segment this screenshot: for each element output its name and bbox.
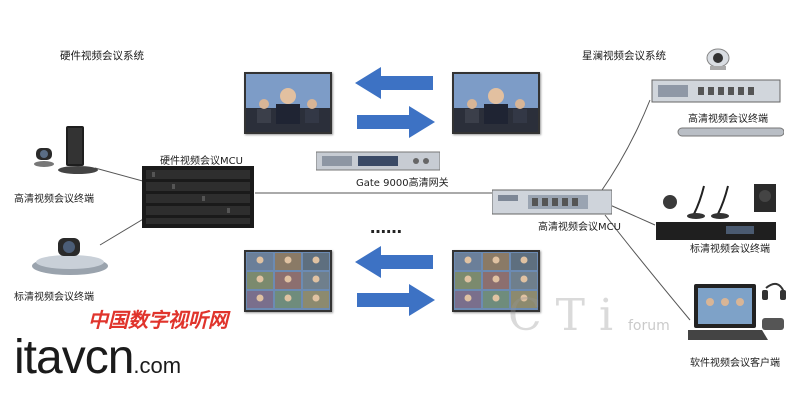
- hd-terminal-right-label: 高清视频会议终端: [688, 114, 768, 125]
- hw-mcu-device: [142, 166, 254, 228]
- video-screen-top-right: [452, 72, 540, 134]
- right-system-title: 星澜视频会议系统: [582, 50, 666, 62]
- sd-terminal-right-device: [656, 180, 780, 244]
- hd-terminal-left-label: 高清视频会议终端: [14, 194, 94, 205]
- gateway-label: Gate 9000高清网关: [356, 178, 449, 189]
- sd-terminal-device: [25, 232, 110, 277]
- video-grid-bottom-right: [452, 250, 540, 312]
- logo-text: itavcn: [14, 331, 134, 384]
- arrow-right-top: [357, 106, 435, 138]
- logo-dot-com: .com: [133, 353, 182, 378]
- video-grid-bottom-left: [244, 250, 332, 312]
- watermark-ctiforum: C T i: [508, 290, 614, 341]
- sd-terminal-left-label: 标清视频会议终端: [14, 292, 94, 303]
- watermark-forum: forum: [628, 318, 670, 334]
- gateway-device: [316, 150, 440, 172]
- arrow-left-bottom: [355, 246, 433, 278]
- hw-mcu-label: 硬件视频会议MCU: [160, 156, 243, 167]
- video-screen-top-left: [244, 72, 332, 134]
- ellipsis: ……: [370, 218, 402, 237]
- sd-terminal-right-label: 标清视频会议终端: [690, 244, 770, 255]
- left-system-title: 硬件视频会议系统: [60, 50, 144, 62]
- arrow-right-bottom: [357, 284, 435, 316]
- hd-mcu-device: [492, 188, 612, 216]
- soft-client-label: 软件视频会议客户端: [690, 358, 780, 369]
- soft-client-device: [688, 278, 788, 348]
- hd-terminal-device: [30, 118, 100, 178]
- arrow-left-top: [355, 67, 433, 99]
- hd-terminal-right-device: [648, 44, 784, 144]
- logo-chinese: 中国数字视听网: [88, 308, 228, 332]
- hd-mcu-right-label: 高清视频会议MCU: [538, 222, 621, 233]
- logo-itavcn: itavcn.com: [14, 330, 181, 385]
